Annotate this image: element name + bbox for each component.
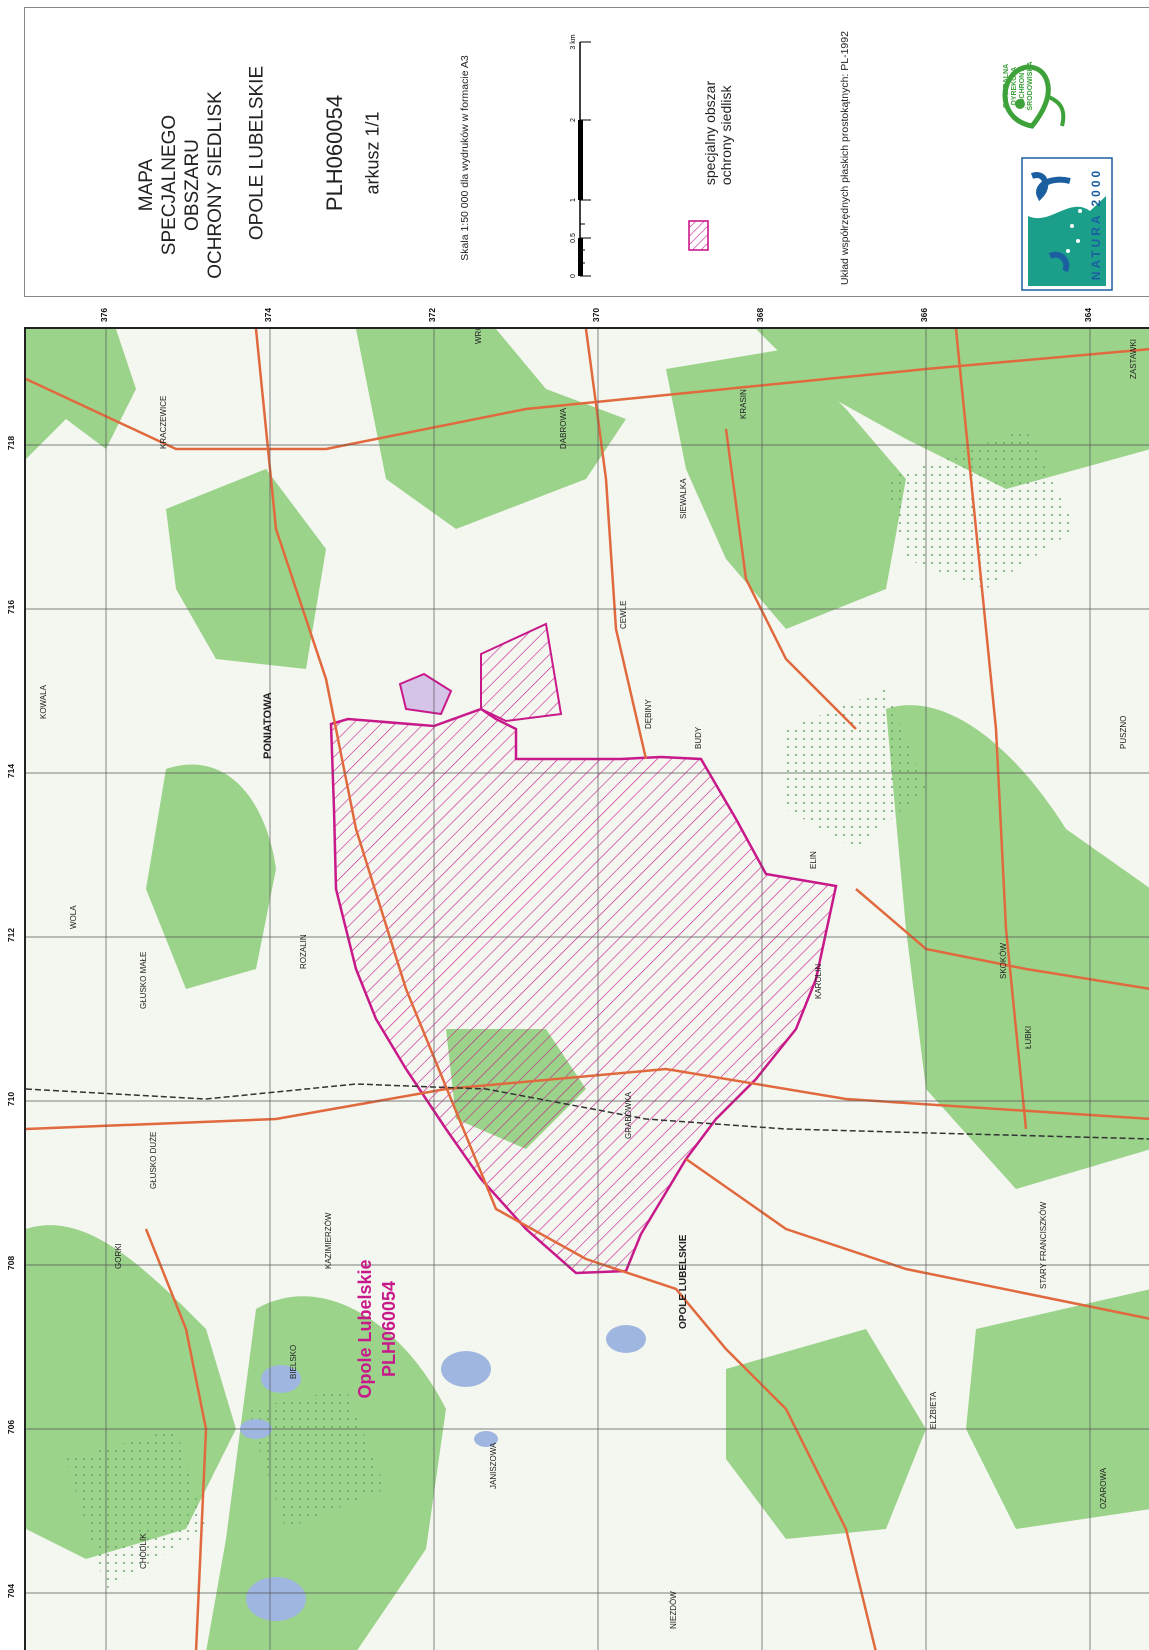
- scale-tick-0: 0: [570, 274, 577, 278]
- gdos-logo: GENERALNA DYREKCJA OCHRONY ŚRODOWISKA: [1002, 62, 1066, 129]
- coord-top-label: 368: [755, 307, 765, 323]
- place-grabowka: GRABÓWKA: [624, 1091, 633, 1139]
- coord-left-label: 714: [6, 763, 16, 779]
- coord-left-label: 710: [6, 1091, 16, 1107]
- place-janiszowa: JANISZOWA: [489, 1442, 498, 1489]
- place-krasin: KRASIN: [739, 389, 748, 419]
- gdos-text-3: OCHRONY: [1019, 68, 1026, 104]
- coord-left-label: 708: [6, 1255, 16, 1271]
- scale-bar-graphic: [578, 41, 591, 277]
- area-name: OPOLE LUBELSKIE: [246, 65, 268, 241]
- place-skokow: SKOKÓW: [999, 943, 1008, 979]
- place-karolin: KAROLIN: [814, 964, 823, 999]
- coord-left-label: 706: [6, 1419, 16, 1435]
- legend-item-label: specjalny obszar ochrony siedlisk: [702, 81, 734, 185]
- title-line-4: OCHRONY SIEDLISK: [205, 91, 226, 279]
- place-lubki: ŁUBKI: [1024, 1026, 1033, 1049]
- km-grid: [26, 329, 1149, 1650]
- coord-top-label: 372: [427, 307, 437, 323]
- place-elzbieta: ELŻBIETA: [929, 1391, 938, 1429]
- scale-tick-3km: 3 km: [570, 34, 577, 49]
- coord-left-label: 718: [6, 435, 16, 451]
- area-label-code: PLH060054: [379, 1281, 399, 1377]
- place-glusko-duze: GŁUSKO DUŻE: [149, 1132, 158, 1189]
- place-glusko-male: GŁUSKO MAŁE: [139, 952, 148, 1009]
- place-debiny: DĘBINY: [644, 699, 653, 729]
- title-line-3: OBSZARU: [182, 139, 203, 231]
- place-opole-lubelskie: OPOLE LUBELSKIE: [678, 1234, 689, 1329]
- gdos-leaf-icon: [1002, 64, 1066, 129]
- railway: [26, 1083, 1149, 1140]
- scale-tick-05: 0.5: [570, 233, 577, 243]
- coord-top-label: 370: [591, 307, 601, 323]
- scale-bar: 0 0.5 1 2 3 km: [570, 34, 591, 278]
- place-dabrowa: DABROWA: [559, 407, 568, 449]
- area-code: PLH060054: [322, 94, 347, 212]
- sheet-label: arkusz 1/1: [362, 111, 383, 195]
- place-rozalin: ROZALIN: [299, 934, 308, 969]
- legend-panel: MAPA SPECJALNEGO OBSZARU OCHRONY SIEDLIS…: [24, 7, 1149, 297]
- place-kowala: KOWALA: [39, 684, 48, 719]
- place-gorki: GORKI: [114, 1243, 123, 1269]
- title-line-1: MAPA: [136, 158, 157, 212]
- place-niezdow: NIEZDÓW: [669, 1591, 678, 1629]
- map-frame[interactable]: Opole Lubelskie PLH060054 WRONÓW KOWALA …: [24, 327, 1149, 1650]
- place-kazimierzow: KAZIMIERZÓW: [324, 1212, 333, 1269]
- place-cewle: CEWLE: [619, 601, 628, 629]
- legend-item-line-2: ochrony siedlisk: [718, 85, 734, 186]
- coord-top-label: 364: [1083, 307, 1093, 323]
- map-title: MAPA SPECJALNEGO OBSZARU OCHRONY SIEDLIS…: [135, 91, 227, 279]
- coord-top-label: 376: [99, 307, 109, 323]
- gdos-text-1: GENERALNA: [1003, 64, 1010, 108]
- natura-logo-text: NATURA 2000: [1089, 168, 1103, 280]
- legend-swatch-icon: [688, 220, 709, 251]
- scale-tick-2: 2: [570, 118, 577, 122]
- place-puszno: PUSZNO: [1119, 716, 1128, 749]
- scale-text: Skala 1:50 000 dla wydruków w formacie A…: [459, 55, 471, 261]
- place-wronow: WRONÓW: [474, 329, 483, 344]
- title-line-2: SPECJALNEGO: [159, 114, 180, 256]
- place-budy: BUDY: [694, 726, 703, 749]
- place-names: WRONÓW KOWALA PONIATOWA WOLA KRACZEWICE …: [39, 329, 1138, 1629]
- place-elin: ELIN: [809, 851, 818, 869]
- place-wola: WOLA: [69, 905, 78, 929]
- place-zastawki: ZASTAWKI: [1129, 339, 1138, 379]
- gdos-text-2: DYREKCJA: [1011, 67, 1018, 106]
- place-kraczewice: KRACZEWICE: [159, 396, 168, 449]
- water-bodies: [240, 1325, 646, 1621]
- scale-tick-1: 1: [570, 198, 577, 202]
- orchard-areas: [66, 429, 1076, 1589]
- coord-left-label: 712: [6, 927, 16, 943]
- place-ozarowa: OZAROWA: [1099, 1467, 1108, 1509]
- coord-left-label: 704: [6, 1583, 16, 1599]
- area-label: Opole Lubelskie PLH060054: [355, 1259, 399, 1398]
- natura2000-logo: NATURA 2000: [1021, 157, 1113, 291]
- place-stary-franciszkow: STARY FRANCISZKÓW: [1039, 1201, 1048, 1289]
- area-label-name: Opole Lubelskie: [355, 1259, 375, 1398]
- crs-text: Układ współrzędnych płaskich prostokątny…: [839, 31, 851, 285]
- gdos-text-4: ŚRODOWISKA: [1025, 62, 1034, 111]
- place-siewalka: SIEWALKA: [679, 478, 688, 519]
- place-bielsko: BIELSKO: [289, 1345, 298, 1379]
- coord-left-label: 716: [6, 599, 16, 615]
- coord-top-label: 374: [263, 307, 273, 323]
- coord-top-label: 366: [919, 307, 929, 323]
- place-poniatowa: PONIATOWA: [262, 692, 274, 759]
- protected-area-polygon[interactable]: [329, 622, 838, 1275]
- legend-item-line-1: specjalny obszar: [702, 80, 718, 186]
- natura-landscape-icon: [1028, 172, 1106, 286]
- topographic-map[interactable]: Opole Lubelskie PLH060054 WRONÓW KOWALA …: [26, 329, 1149, 1650]
- place-chodlik: CHODLIK: [139, 1533, 148, 1569]
